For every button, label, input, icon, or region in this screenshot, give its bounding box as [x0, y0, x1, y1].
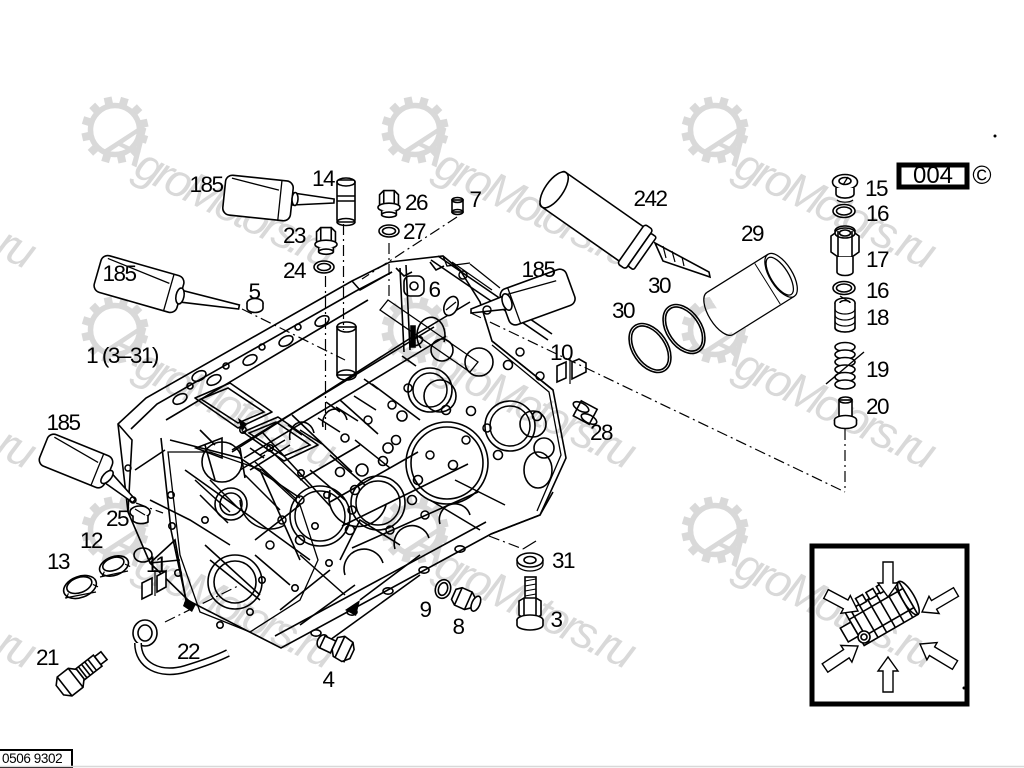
- svg-text:20: 20: [866, 394, 889, 419]
- svg-text:0506 9302: 0506 9302: [2, 751, 62, 766]
- svg-text:185: 185: [521, 257, 555, 282]
- svg-text:7: 7: [469, 187, 481, 212]
- svg-text:10: 10: [550, 340, 573, 365]
- svg-text:30: 30: [648, 273, 671, 298]
- svg-text:28: 28: [590, 420, 613, 445]
- svg-text:15: 15: [865, 176, 888, 201]
- svg-text:13: 13: [47, 549, 70, 574]
- svg-text:242: 242: [633, 186, 667, 211]
- svg-text:25: 25: [106, 506, 129, 531]
- svg-text:26: 26: [405, 190, 428, 215]
- svg-text:22: 22: [177, 639, 200, 664]
- svg-text:29: 29: [741, 221, 764, 246]
- svg-text:16: 16: [866, 278, 889, 303]
- svg-text:5: 5: [248, 279, 260, 304]
- svg-text:17: 17: [866, 247, 889, 272]
- svg-text:14: 14: [312, 166, 335, 191]
- svg-text:16: 16: [866, 201, 889, 226]
- svg-text:185: 185: [46, 410, 80, 435]
- svg-text:31: 31: [552, 548, 575, 573]
- svg-text:19: 19: [866, 357, 889, 382]
- svg-text:1 (3–31): 1 (3–31): [86, 343, 159, 368]
- svg-text:9: 9: [419, 597, 431, 622]
- svg-text:©: ©: [972, 160, 991, 190]
- svg-text:23: 23: [283, 223, 306, 248]
- svg-text:004: 004: [913, 162, 953, 189]
- svg-text:185: 185: [102, 261, 136, 286]
- svg-text:21: 21: [36, 645, 59, 670]
- svg-text:24: 24: [283, 258, 306, 283]
- svg-text:11: 11: [146, 552, 167, 577]
- svg-text:12: 12: [80, 528, 103, 553]
- svg-text:185: 185: [189, 172, 223, 197]
- svg-text:18: 18: [866, 305, 889, 330]
- svg-text:8: 8: [452, 614, 464, 639]
- svg-text:27: 27: [403, 219, 426, 244]
- svg-text:3: 3: [550, 607, 562, 632]
- svg-text:6: 6: [428, 277, 440, 302]
- svg-text:4: 4: [322, 667, 334, 692]
- svg-text:30: 30: [612, 298, 635, 323]
